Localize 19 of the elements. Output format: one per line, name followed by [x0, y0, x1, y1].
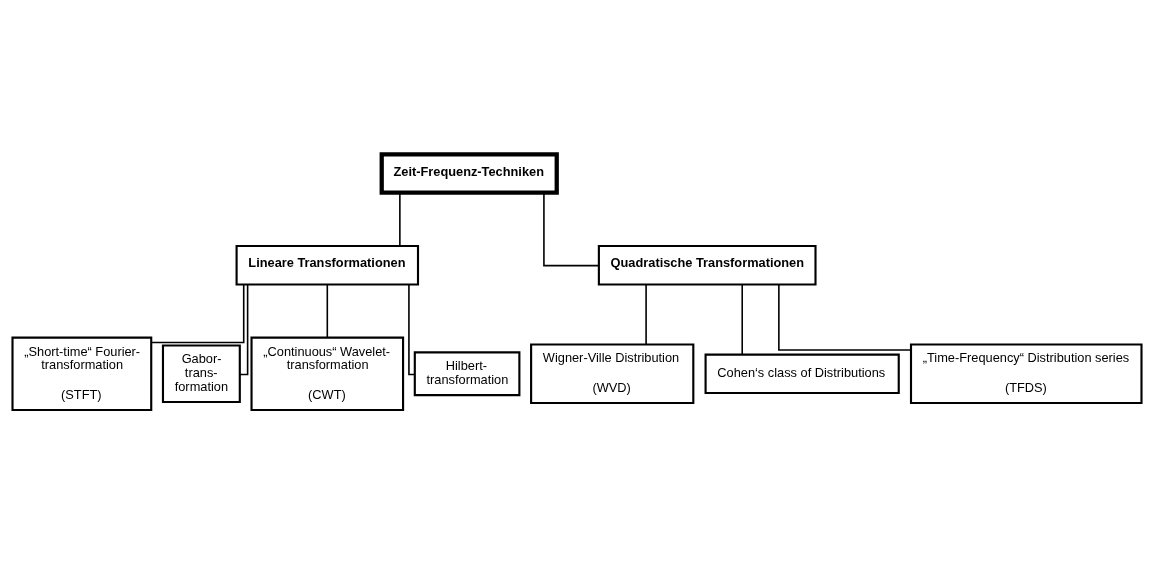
connector: [399, 191, 401, 247]
node-box: Lineare Transformationen: [235, 244, 420, 285]
node-box: Quadratische Transformationen: [597, 244, 817, 285]
node-box: „Short-time“ Fourier- transformation (STFT): [11, 336, 153, 411]
connector: [326, 283, 329, 338]
node-box: „Time-Frequency“ Distribution series (TFDS): [909, 342, 1143, 404]
node-box: „Continuous“ Wavelet- transformation (CWT): [250, 336, 405, 411]
connector: [741, 283, 743, 355]
node-box: Gabor- trans- formation: [161, 343, 241, 403]
connector: [408, 283, 416, 375]
node-box: Cohen‘s class of Distributions: [704, 353, 900, 394]
connector: [543, 191, 600, 266]
node-box: Wigner-Ville Distribution (WVD): [530, 342, 695, 404]
node-box: Hilbert- transformation: [413, 350, 521, 396]
node-box: Zeit-Frequenz-Techniken: [379, 151, 559, 195]
connector: [150, 283, 245, 343]
connector: [239, 283, 249, 375]
connector: [778, 283, 912, 351]
connector: [645, 283, 647, 346]
